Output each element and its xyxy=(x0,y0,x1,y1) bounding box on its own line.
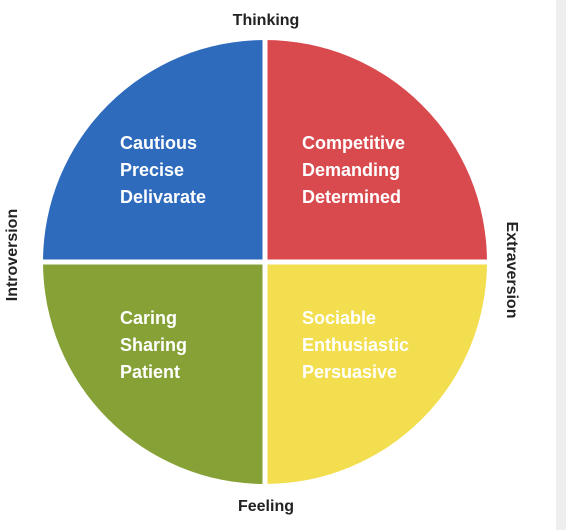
trait-label: Sharing xyxy=(120,335,188,355)
quadrant-bottom-left xyxy=(43,262,265,484)
trait-label: Determined xyxy=(302,187,402,207)
trait-label: Delivarate xyxy=(120,187,207,207)
right-edge-strip xyxy=(556,0,566,530)
trait-label: Patient xyxy=(120,362,181,382)
trait-label: Enthusiastic xyxy=(302,335,410,355)
axis-label-bottom: Feeling xyxy=(237,498,294,515)
trait-label: Demanding xyxy=(302,160,401,180)
axis-label-left: Introversion xyxy=(4,208,21,302)
quadrant-bottom-right-traits: Sociable Enthusiastic Persuasive xyxy=(302,305,409,386)
quadrant-top-right-traits: Competitive Demanding Determined xyxy=(302,130,405,211)
trait-label: Precise xyxy=(120,160,185,180)
quadrant-bottom-left-traits: Caring Sharing Patient xyxy=(120,305,187,386)
quadrant-top-left xyxy=(43,40,265,262)
quadrant-top-left-traits: Cautious Precise Delivarate xyxy=(120,130,206,211)
trait-label: Persuasive xyxy=(302,362,398,382)
trait-label: Competitive xyxy=(302,133,406,153)
trait-label: Sociable xyxy=(302,308,377,328)
quadrant-bottom-right xyxy=(265,262,487,484)
trait-label: Cautious xyxy=(120,133,198,153)
axis-label-right: Extraversion xyxy=(503,221,520,319)
axis-label-top: Thinking xyxy=(232,12,300,29)
quadrant-top-right xyxy=(265,40,487,262)
trait-label: Caring xyxy=(120,308,178,328)
